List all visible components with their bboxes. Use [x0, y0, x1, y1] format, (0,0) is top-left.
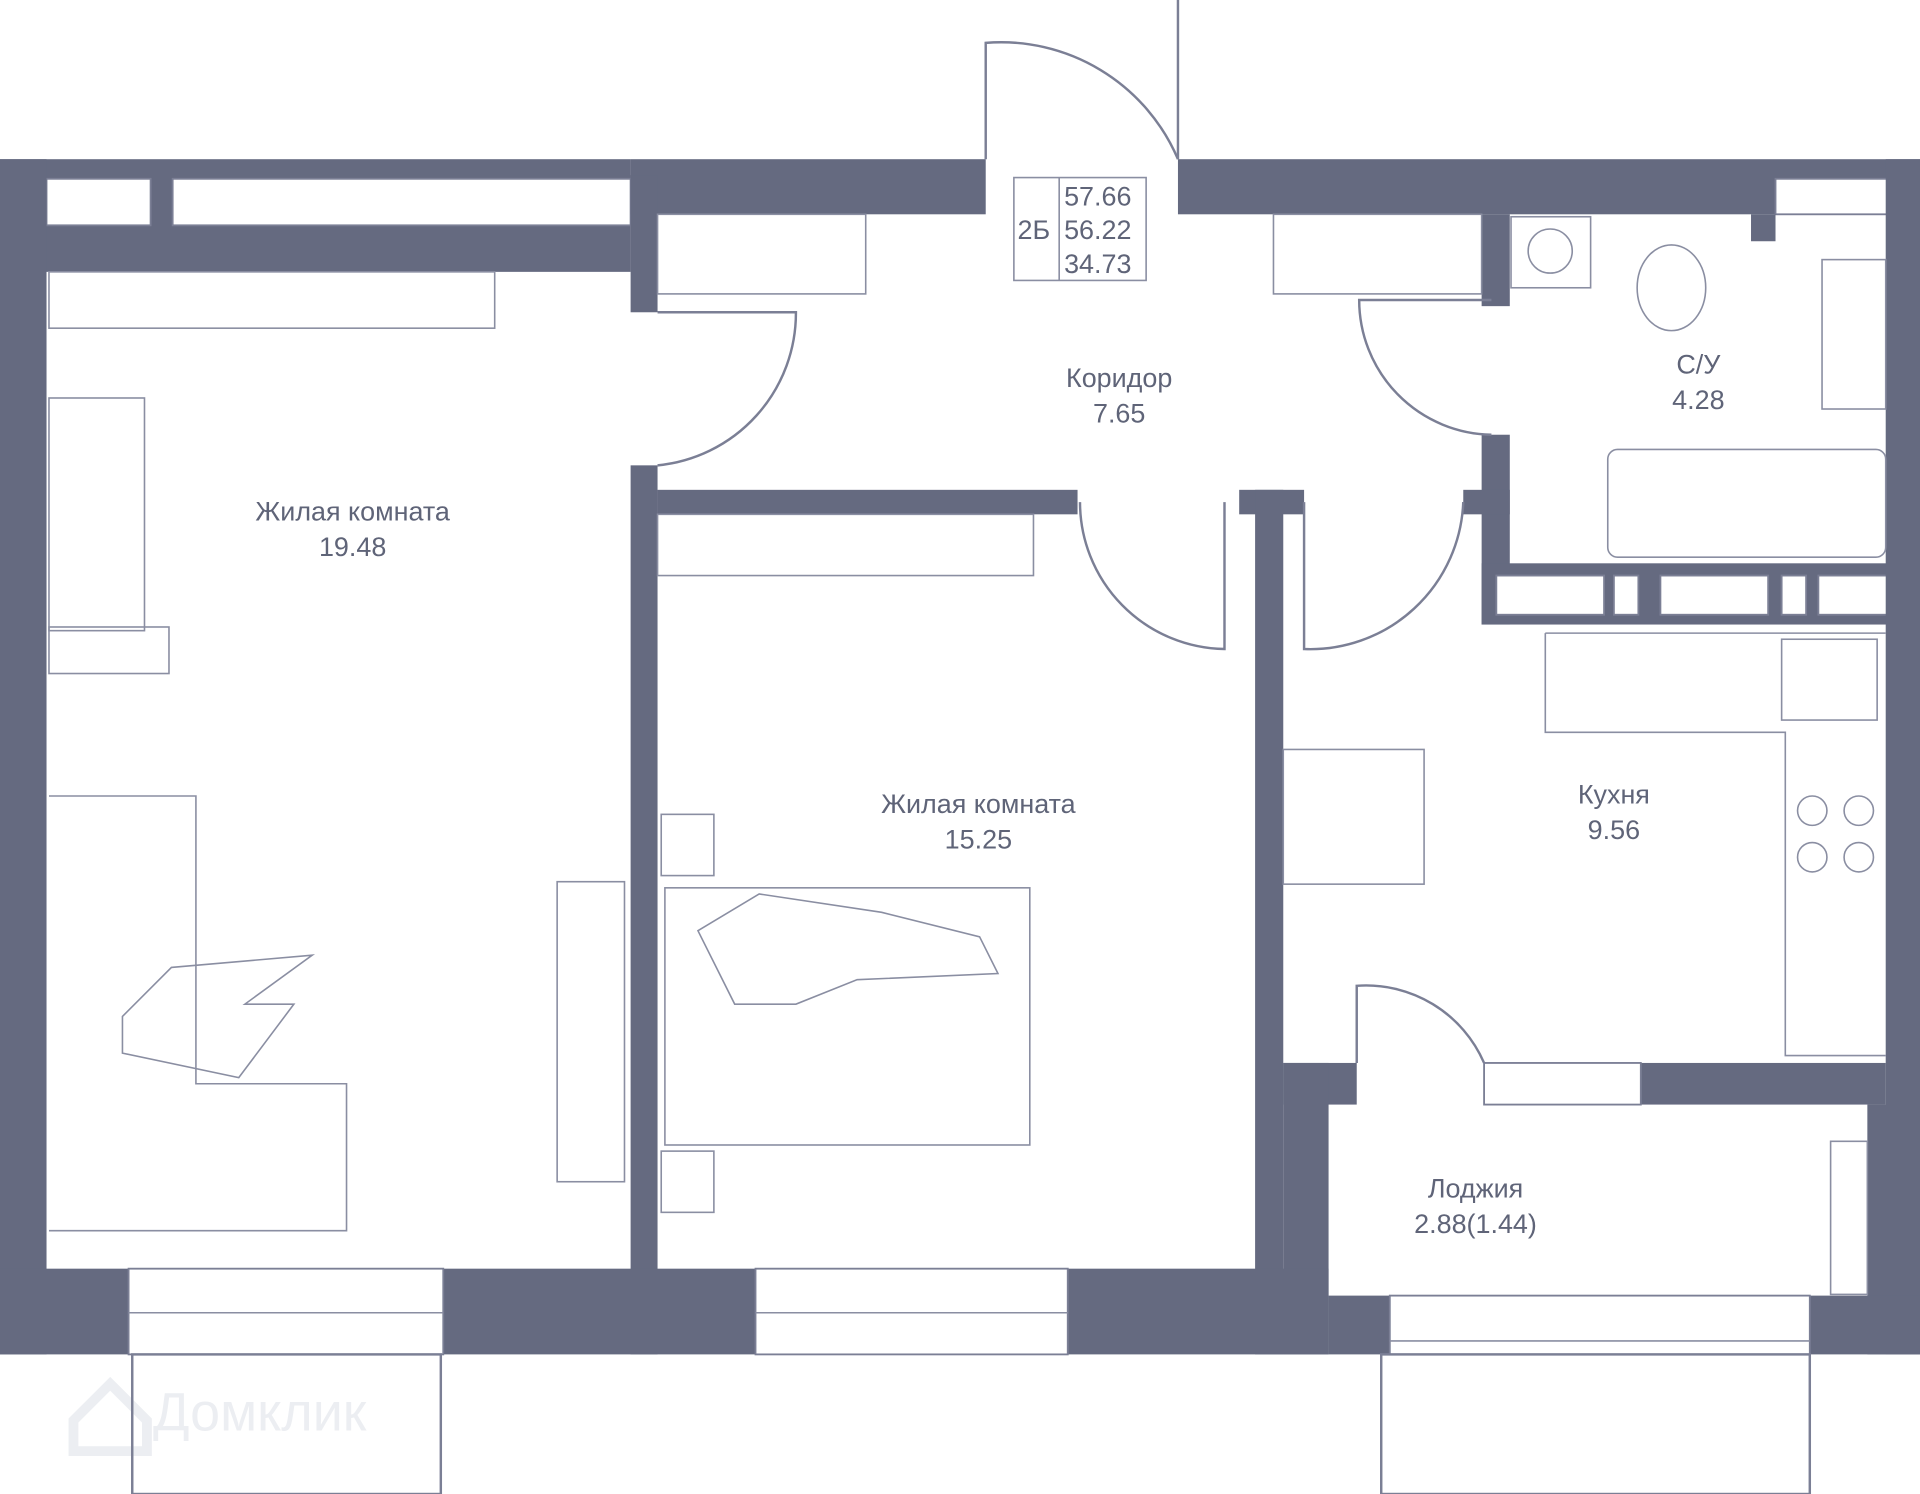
apartment-type: 2Б — [1018, 215, 1051, 245]
apartment-info: 2Б 57.66 56.22 34.73 — [1013, 176, 1147, 282]
room-area: 15.25 — [945, 825, 1012, 855]
watermark: Домклик — [68, 1376, 367, 1457]
walls — [0, 159, 1920, 1356]
svg-text:Домклик: Домклик — [153, 1382, 367, 1442]
total-area: 57.66 — [1064, 182, 1131, 212]
room-name: С/У — [1676, 349, 1721, 379]
room-name: Лоджия — [1428, 1174, 1523, 1204]
living-area: 34.73 — [1064, 249, 1131, 279]
room-name: Жилая комната — [255, 496, 449, 526]
room-name: Кухня — [1578, 779, 1650, 809]
room-name: Коридор — [1066, 363, 1172, 393]
room-area: 4.28 — [1672, 385, 1724, 415]
room-area: 19.48 — [319, 532, 386, 562]
room-area: 7.65 — [1093, 398, 1145, 428]
furniture — [48, 213, 1887, 1296]
balconies — [128, 1311, 1812, 1494]
room-labels: Жилая комната 19.48 Коридор 7.65 С/У 4.2… — [255, 349, 1724, 1239]
doors — [657, 0, 1492, 1064]
room-area: 9.56 — [1588, 815, 1640, 845]
room-area: 2.88(1.44) — [1414, 1209, 1537, 1239]
room-name: Жилая комната — [881, 789, 1075, 819]
area-no-balcony: 56.22 — [1064, 215, 1131, 245]
